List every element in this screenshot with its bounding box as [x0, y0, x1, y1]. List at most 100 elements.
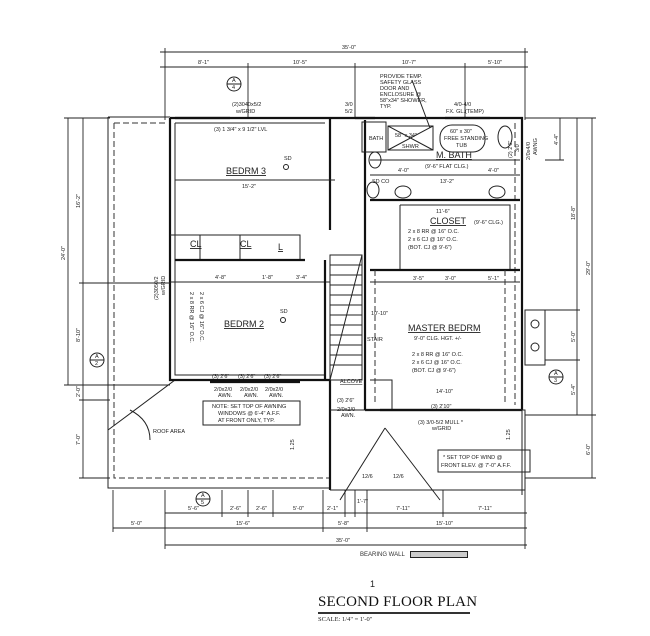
closet-framing: 2 x 6 CJ @ 16" O.C. — [408, 237, 458, 243]
plan-annotation: 1'-8" — [262, 275, 273, 281]
plan-annotation: 5 — [201, 500, 204, 506]
plan-linework — [329, 254, 363, 381]
room-master-bath: M. BATH — [436, 150, 472, 160]
plan-annotation: 7'-11" — [396, 506, 410, 512]
bottom-dimensions: 5'-6" 2'-6" 2'-6" 5'-0" 2'-1" 1'-7" 7'-1… — [112, 490, 527, 549]
plan-annotation: 2'-6" — [256, 506, 267, 512]
plan-annotation: AWNG — [533, 138, 539, 155]
plan-annotation: 2/0x2/0 — [240, 387, 258, 393]
title-underline — [318, 612, 470, 614]
dim-top: 10'-5" — [293, 60, 307, 66]
plan-annotation: 2/0x4/0 — [526, 142, 532, 160]
left-dimensions: 24'-0" 16'-2" 8'-10" 2'-0" 7'-0" — [61, 117, 170, 479]
sink-icon — [488, 185, 506, 199]
drawing-scale: SCALE: 1/4" = 1'-0" — [318, 616, 373, 623]
plan-annotation: 15'-2" — [242, 184, 256, 190]
bearing-wall-swatch — [409, 551, 468, 558]
notes: PROVIDE TEMP. SAFETY GLASS DOOR AND ENCL… — [202, 74, 531, 501]
smoke-detector-icon — [280, 317, 286, 323]
plan-annotation: AWN. — [269, 393, 284, 399]
plan-annotation: A — [95, 354, 99, 360]
plan-annotation: 15'-10" — [436, 521, 453, 527]
bearing-wall-legend: BEARING WALL — [360, 551, 468, 558]
plan-annotation: 24'-0" — [61, 246, 67, 260]
plan-linework — [387, 125, 434, 151]
section-marker-icon: A2 — [89, 352, 105, 368]
drawing-title: SECOND FLOOR PLAN — [318, 594, 478, 610]
plan-annotation: A — [554, 371, 558, 377]
smoke-detector: SD — [280, 309, 288, 315]
room-closet-1: CL — [190, 239, 202, 249]
front-note: * SET TOP OF WIND @ FRONT ELEV. @ 7'-0" … — [437, 449, 531, 473]
plan-annotation: 18'-8" — [571, 206, 577, 220]
plan-annotation: DOOR AND — [380, 86, 409, 92]
sheet-mark: 1 — [370, 579, 375, 589]
room-bedrm3: BEDRM 3 — [226, 166, 266, 176]
plan-linework — [175, 116, 490, 412]
plan-annotation: NOTE: SET TOP OF AWNING — [212, 404, 286, 410]
plan-annotation: w/GRID — [431, 426, 451, 432]
plan-annotation: (2)3040x5/2 — [232, 102, 261, 108]
section-marker-icon: A4 — [226, 76, 242, 92]
closet-framing: (BOT. CJ @ 9'-6") — [408, 245, 452, 251]
plan-linework — [64, 117, 170, 479]
plan-annotation: 2'-1" — [327, 506, 338, 512]
stair-label: STAIR — [367, 337, 383, 343]
plan-annotation: 4'-0" — [398, 168, 409, 174]
dim-top: 8'-1" — [198, 60, 209, 66]
section-marker-icon: A5 — [195, 491, 211, 507]
plan-annotation: TYP. — [380, 104, 392, 110]
plan-annotation: 16'-2" — [76, 194, 82, 208]
sink-icon — [366, 181, 380, 199]
plan-annotation: 5'-6" — [188, 506, 199, 512]
plan-annotation: AWN. — [218, 393, 233, 399]
plan-annotation: 12/6 — [393, 474, 404, 480]
plan-annotation: FRONT ELEV. @ 7'-0" A.F.F. — [441, 463, 511, 469]
plan-linework — [329, 254, 363, 381]
plan-linework — [112, 490, 526, 549]
shower-label: SHWR — [402, 144, 419, 150]
plan-annotation: 12/6 — [362, 474, 373, 480]
plan-linework — [170, 116, 524, 410]
room-closet-2: CL — [240, 239, 252, 249]
roof-slope-line — [107, 379, 176, 431]
plan-annotation: (3) 2'10" — [431, 404, 451, 410]
plan-linework — [374, 270, 506, 405]
dim-top: 10'-7" — [402, 60, 416, 66]
plan-annotation: 29'-0" — [586, 261, 592, 275]
plan-annotation: 3'-5" — [413, 276, 424, 282]
plan-annotation: 2/0x2/0 — [265, 387, 283, 393]
plan-annotation: (3) 2'6" — [212, 374, 229, 380]
plan-annotation: (3) 1 3/4" x 9 1/2" LVL — [214, 127, 267, 133]
closet-ceiling: (9'-6" CLG.) — [474, 220, 503, 226]
roof-leader — [129, 409, 151, 441]
mbath-ceiling: (9'-6" FLAT CLG.) — [425, 164, 469, 170]
closet-framing: 2 x 8 RR @ 16" O.C. — [408, 229, 459, 235]
plan-annotation: 58"x34" SHOWER, — [380, 98, 427, 104]
plan-annotation: 2'-6" — [230, 506, 241, 512]
plan-annotation: A — [232, 78, 236, 84]
smoke-co-detector: SD CO — [372, 179, 390, 185]
room-closet: CLOSET — [430, 216, 467, 226]
plan-annotation: 3'-4" — [296, 275, 307, 281]
plan-annotation: 5'-0" — [131, 521, 142, 527]
tub-size: 60" x 30" — [450, 129, 472, 135]
dim-top: 5'-10" — [488, 60, 502, 66]
plan-linework — [530, 342, 540, 352]
roof-edge — [107, 116, 330, 489]
master-framing: 2 x 6 CJ @ 16" O.C. — [412, 360, 462, 366]
room-bath: BATH — [369, 136, 383, 142]
smoke-detector-icon — [283, 164, 289, 170]
plan-annotation: 2/0x2/0 — [337, 407, 355, 413]
plan-annotation: 1.25 — [290, 439, 296, 450]
bedrm2-framing: 2 x 6 CJ @ 16" O.C. — [198, 292, 204, 342]
plan-annotation: 4/0-4/0 — [454, 102, 471, 108]
plan-linework — [525, 117, 596, 479]
room-master-bedrm: MASTER BEDRM — [408, 323, 481, 333]
plan-linework — [202, 400, 301, 426]
plan-annotation: 5'-0" — [571, 331, 577, 342]
plan-linework — [330, 264, 362, 366]
tub-label: TUB — [456, 143, 467, 149]
plan-annotation: 14'-10" — [436, 389, 453, 395]
plan-linework — [439, 124, 486, 153]
